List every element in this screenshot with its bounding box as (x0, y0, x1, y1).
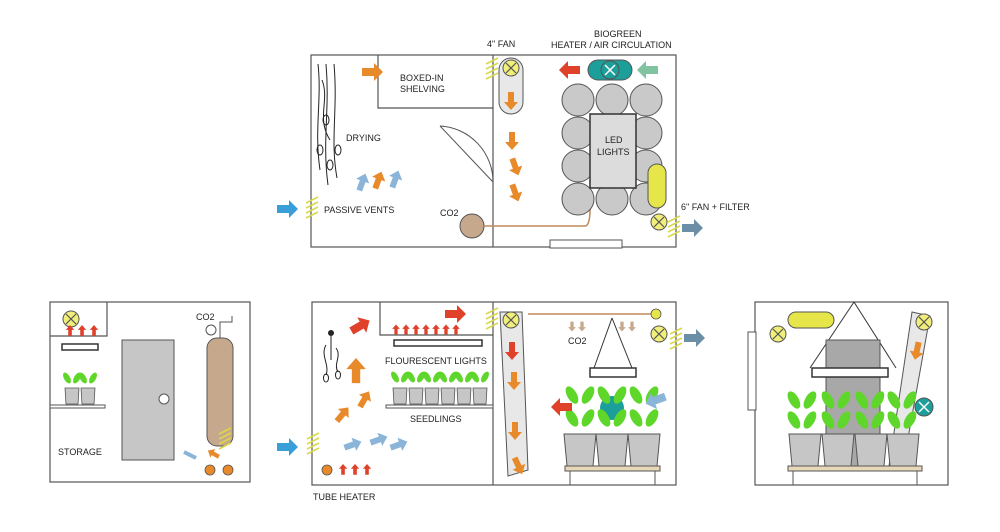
grow-plants (551, 384, 669, 467)
lights-label: LIGHTS (597, 147, 630, 157)
elevation-fan (769, 325, 787, 343)
door (439, 125, 494, 183)
grow-duct-vent (485, 307, 499, 330)
elevation-teal-fan (914, 397, 934, 417)
light-heat-arrows (392, 324, 460, 335)
grow-fan (502, 311, 520, 329)
co2-label: CO2 (440, 208, 459, 218)
heater-air-label: HEATER / AIR CIRCULATION (551, 40, 672, 50)
storage-label: STORAGE (58, 447, 102, 457)
co2-tank (459, 213, 485, 239)
shelving-label: SHELVING (400, 84, 445, 94)
led-label: LED (605, 135, 623, 145)
door-swing (439, 125, 494, 183)
led-lights (589, 113, 637, 189)
elevation-view (747, 301, 949, 486)
fan-6in (650, 213, 668, 231)
flourescent-label: FLOURESCENT LIGHTS (385, 356, 487, 366)
fan-4in (502, 59, 520, 77)
elevation-filter (787, 311, 835, 329)
drying-label: DRYING (346, 133, 381, 143)
storage-plants (61, 371, 99, 405)
biogreen-label: BIOGREEN (594, 29, 642, 39)
boxed-in-label: BOXED-IN (400, 73, 444, 83)
grow-room: TUBE HEATER FLOURESCENT LIGHTS SEEDLINGS (277, 301, 705, 502)
tube-heater-arrows (338, 463, 372, 475)
storage-wall (49, 301, 251, 483)
passive-vent (305, 196, 319, 219)
top-floor-plan: BOXED-IN SHELVING DRYING PASSIVE VENTS C… (277, 29, 750, 249)
grow-vent (306, 432, 320, 455)
fan-vent (485, 57, 499, 80)
flourescent-lights (393, 339, 483, 347)
biogreen-fan (600, 60, 620, 80)
grow-light (589, 367, 637, 378)
air-arrow (362, 63, 383, 81)
tube-heater (321, 464, 333, 476)
carbon-filter (647, 163, 667, 209)
down-arrows (505, 132, 525, 204)
heater-arrow (559, 61, 580, 79)
co2-flow-arrows (568, 321, 636, 332)
co2-storage-label: CO2 (196, 312, 215, 322)
grow-room-wall (311, 301, 677, 486)
storage-shelf (49, 404, 106, 409)
storage-fan (62, 310, 80, 328)
storage-light (61, 343, 99, 351)
elevation-duct-fan (915, 313, 933, 331)
exhaust-arrow (682, 219, 703, 237)
seedlings (389, 370, 491, 405)
heat-arrows (65, 325, 99, 336)
elevation-light (811, 367, 889, 378)
fan-filter-label: 6" FAN + FILTER (681, 202, 750, 212)
fan-4in-label: 4" FAN (487, 39, 515, 49)
elevation-door (747, 331, 757, 411)
drying-rack (316, 63, 342, 186)
window (549, 239, 623, 249)
airflow-arrows (352, 168, 405, 193)
passive-vents-label: PASSIVE VENTS (324, 205, 394, 215)
intake-arrow (277, 200, 298, 218)
grow-duct (499, 311, 529, 477)
drying-hanger (323, 330, 341, 383)
grow-exhaust-arrow (684, 329, 705, 347)
storage-room: CO2 STORAGE (49, 301, 251, 483)
grow-exhaust-fan (650, 325, 668, 343)
co2-mid-label: CO2 (568, 336, 587, 346)
tube-heater-label: TUBE HEATER (313, 492, 376, 502)
intake-arrow-heater (637, 61, 658, 79)
grow-intake-arrow (277, 438, 298, 456)
seedlings-label: SEEDLINGS (410, 414, 462, 424)
exhaust-vent (667, 215, 681, 238)
plant-canopy (561, 83, 663, 216)
